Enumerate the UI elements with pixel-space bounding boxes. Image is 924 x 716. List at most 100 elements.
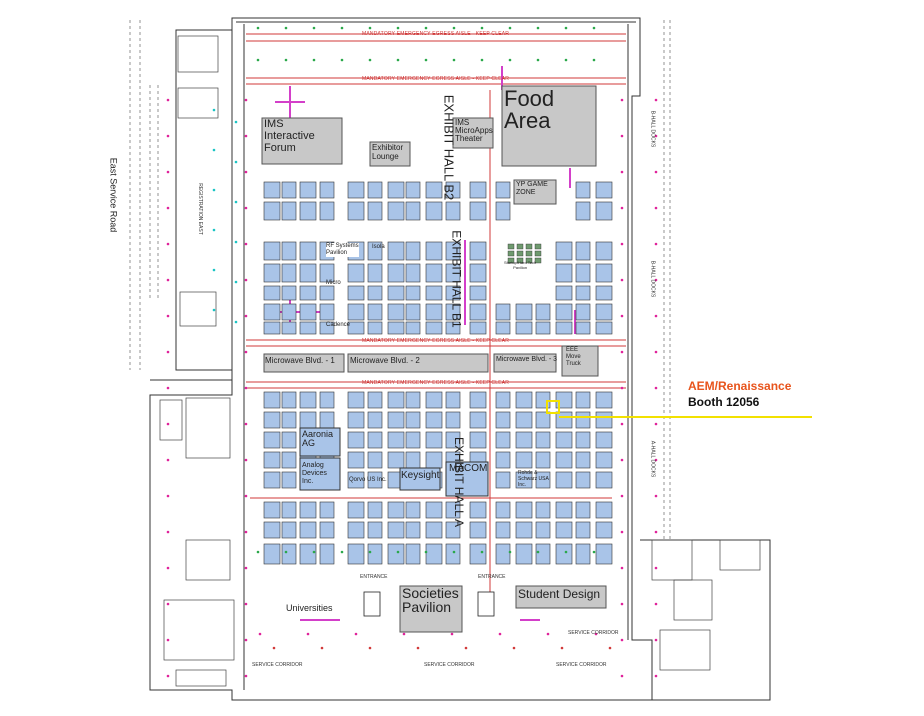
aem-booth-highlight[interactable] bbox=[546, 400, 560, 414]
exhibitor-macom[interactable]: MACOM bbox=[449, 463, 488, 474]
booth[interactable] bbox=[367, 501, 383, 519]
booth[interactable] bbox=[575, 321, 591, 335]
booth[interactable] bbox=[555, 471, 573, 489]
booth[interactable] bbox=[595, 303, 613, 321]
booth[interactable] bbox=[263, 321, 281, 335]
booth[interactable] bbox=[425, 201, 443, 221]
startup-booth[interactable] bbox=[507, 250, 515, 257]
startup-booth[interactable] bbox=[507, 257, 515, 264]
booth[interactable] bbox=[535, 451, 551, 469]
booth[interactable] bbox=[387, 391, 405, 409]
booth[interactable] bbox=[515, 391, 533, 409]
booth[interactable] bbox=[575, 501, 591, 519]
booth[interactable] bbox=[425, 501, 443, 519]
booth[interactable] bbox=[347, 303, 365, 321]
booth[interactable] bbox=[595, 431, 613, 449]
booth[interactable] bbox=[405, 201, 421, 221]
exhibitor-cadence[interactable]: Cadence bbox=[326, 322, 351, 328]
booth[interactable] bbox=[495, 431, 511, 449]
startup-booth[interactable] bbox=[516, 257, 524, 264]
booth[interactable] bbox=[555, 321, 573, 335]
booth[interactable] bbox=[575, 201, 591, 221]
booth[interactable] bbox=[347, 411, 365, 429]
booth[interactable] bbox=[425, 391, 443, 409]
booth[interactable] bbox=[495, 201, 511, 221]
booth[interactable] bbox=[425, 521, 443, 539]
booth[interactable] bbox=[319, 321, 335, 335]
booth[interactable] bbox=[425, 451, 443, 469]
booth[interactable] bbox=[575, 471, 591, 489]
booth[interactable] bbox=[469, 521, 487, 539]
booth[interactable] bbox=[535, 521, 551, 539]
booth[interactable] bbox=[405, 391, 421, 409]
booth[interactable] bbox=[299, 201, 317, 221]
booth[interactable] bbox=[575, 241, 591, 261]
booth[interactable] bbox=[319, 303, 335, 321]
booth[interactable] bbox=[575, 411, 591, 429]
booth[interactable] bbox=[555, 303, 573, 321]
booth[interactable] bbox=[425, 321, 443, 335]
booth[interactable] bbox=[405, 411, 421, 429]
startup-booth[interactable] bbox=[534, 257, 542, 264]
booth[interactable] bbox=[263, 303, 281, 321]
booth[interactable] bbox=[347, 391, 365, 409]
booth[interactable] bbox=[263, 471, 281, 489]
booth[interactable] bbox=[367, 471, 383, 489]
booth[interactable] bbox=[515, 543, 533, 565]
booth[interactable] bbox=[445, 303, 461, 321]
booth[interactable] bbox=[595, 501, 613, 519]
booth[interactable] bbox=[387, 303, 405, 321]
booth[interactable] bbox=[445, 391, 461, 409]
booth[interactable] bbox=[263, 543, 281, 565]
booth[interactable] bbox=[347, 321, 365, 335]
booth[interactable] bbox=[405, 543, 421, 565]
booth[interactable] bbox=[575, 285, 591, 301]
booth[interactable] bbox=[445, 285, 461, 301]
booth[interactable] bbox=[535, 321, 551, 335]
booth[interactable] bbox=[555, 411, 573, 429]
booth[interactable] bbox=[263, 431, 281, 449]
booth[interactable] bbox=[595, 471, 613, 489]
booth[interactable] bbox=[367, 411, 383, 429]
booth[interactable] bbox=[575, 303, 591, 321]
booth[interactable] bbox=[469, 181, 487, 199]
booth[interactable] bbox=[445, 321, 461, 335]
booth[interactable] bbox=[445, 181, 461, 199]
booth[interactable] bbox=[555, 285, 573, 301]
booth[interactable] bbox=[425, 411, 443, 429]
booth[interactable] bbox=[535, 543, 551, 565]
booth[interactable] bbox=[347, 263, 365, 283]
booth[interactable] bbox=[299, 263, 317, 283]
booth[interactable] bbox=[319, 543, 335, 565]
startup-booth[interactable] bbox=[534, 243, 542, 250]
booth[interactable] bbox=[555, 431, 573, 449]
exhibitor-micro[interactable]: Micro bbox=[326, 280, 341, 286]
booth[interactable] bbox=[495, 501, 511, 519]
booth[interactable] bbox=[425, 303, 443, 321]
booth[interactable] bbox=[535, 303, 551, 321]
booth[interactable] bbox=[515, 501, 533, 519]
booth[interactable] bbox=[469, 263, 487, 283]
booth[interactable] bbox=[495, 451, 511, 469]
booth[interactable] bbox=[299, 241, 317, 261]
booth[interactable] bbox=[281, 303, 297, 321]
booth[interactable] bbox=[347, 181, 365, 199]
booth[interactable] bbox=[555, 241, 573, 261]
booth[interactable] bbox=[387, 321, 405, 335]
booth[interactable] bbox=[595, 241, 613, 261]
booth[interactable] bbox=[495, 321, 511, 335]
booth[interactable] bbox=[595, 181, 613, 199]
booth[interactable] bbox=[347, 543, 365, 565]
booth[interactable] bbox=[299, 321, 317, 335]
booth[interactable] bbox=[445, 521, 461, 539]
booth[interactable] bbox=[299, 285, 317, 301]
booth[interactable] bbox=[469, 543, 487, 565]
booth[interactable] bbox=[595, 201, 613, 221]
booth[interactable] bbox=[445, 263, 461, 283]
booth[interactable] bbox=[263, 501, 281, 519]
booth[interactable] bbox=[387, 181, 405, 199]
booth[interactable] bbox=[263, 451, 281, 469]
